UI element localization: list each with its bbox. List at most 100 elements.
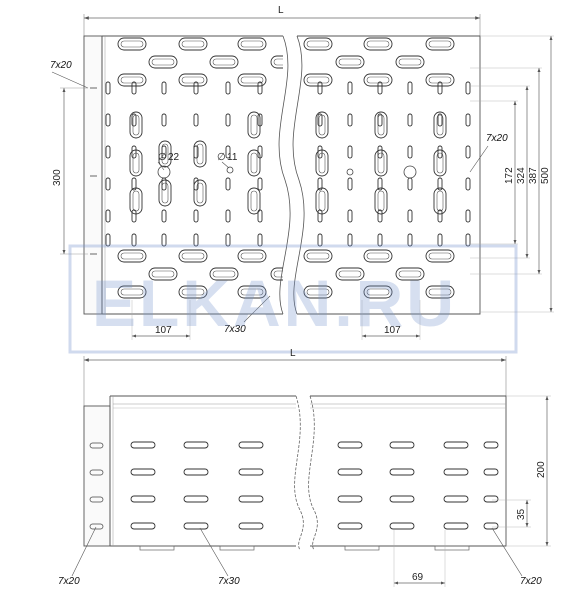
- side-length-label: L: [290, 348, 296, 359]
- break-line-top: [278, 35, 291, 315]
- side-slots: [130, 441, 499, 530]
- slot-small: [465, 81, 471, 95]
- side-slot: [443, 522, 469, 530]
- dim-172-label: 172: [504, 167, 515, 184]
- slot-small: [437, 209, 443, 223]
- hole-22: [157, 165, 171, 179]
- dim-69-label: 69: [412, 572, 424, 583]
- dim-35-label: 35: [516, 508, 527, 520]
- slot-small: [161, 81, 167, 95]
- slot-small: [161, 145, 167, 159]
- dim-107-right-label: 107: [384, 325, 401, 336]
- slot-small: [161, 233, 167, 247]
- slot-small: [437, 177, 443, 191]
- slot-horizontal: [303, 37, 333, 51]
- diameter-11-symbol: ∅: [217, 152, 226, 163]
- slot-small: [193, 81, 199, 95]
- side-slot-edge: [483, 441, 499, 449]
- slot-small: [288, 114, 292, 126]
- slot-small: [105, 233, 111, 247]
- slot-horizontal: [178, 37, 208, 51]
- slot-small: [317, 177, 323, 191]
- top-length-label: L: [278, 5, 284, 16]
- dim-300-label: 300: [52, 169, 63, 186]
- slot-small: [347, 145, 353, 159]
- slot-horizontal: [148, 267, 178, 281]
- slot-small: [377, 209, 383, 223]
- slot-horizontal: [237, 37, 267, 51]
- slot-small: [317, 233, 323, 247]
- slot-small: [465, 177, 471, 191]
- side-left-hole-label: 7x20: [58, 576, 80, 587]
- slot-vertical: [433, 187, 447, 215]
- dim-107-left-label: 107: [155, 325, 172, 336]
- top-slots-left: [105, 37, 283, 299]
- slot-small: [131, 177, 137, 191]
- slot-small: [105, 177, 111, 191]
- diameter-22-label: 22: [168, 152, 180, 163]
- side-slot: [389, 522, 415, 530]
- slot-vertical: [247, 111, 261, 139]
- slot-horizontal: [335, 55, 365, 69]
- side-slot: [130, 495, 156, 503]
- top-bottom-slot-label: 7x30: [224, 324, 246, 335]
- slot-horizontal: [178, 285, 208, 299]
- slot-small: [225, 177, 231, 191]
- slot-small: [465, 209, 471, 223]
- slot-horizontal: [363, 37, 393, 51]
- side-wall: [83, 395, 507, 547]
- slot-small: [257, 81, 263, 95]
- slot-small: [377, 81, 383, 95]
- slot-vertical: [193, 179, 207, 207]
- slot-small: [257, 177, 263, 191]
- side-slot: [130, 441, 156, 449]
- slot-small: [407, 145, 413, 159]
- diameter-22-symbol: ∅: [158, 152, 167, 163]
- side-middle-slot-label: 7x30: [218, 576, 240, 587]
- dim-200-label: 200: [536, 461, 547, 478]
- side-slot: [130, 468, 156, 476]
- slot-small: [347, 233, 353, 247]
- slot-small: [225, 113, 231, 127]
- slot-horizontal: [395, 267, 425, 281]
- slot-small: [288, 82, 292, 94]
- slot-small: [105, 209, 111, 223]
- slot-small: [225, 233, 231, 247]
- slot-small: [288, 178, 292, 190]
- side-view: L: [58, 348, 551, 587]
- diameter-11-label: 11: [227, 152, 238, 163]
- side-right-hole-label: 7x20: [520, 576, 542, 587]
- slot-small: [193, 113, 199, 127]
- slot-horizontal: [237, 285, 267, 299]
- slot-vertical: [374, 187, 388, 215]
- slot-small: [465, 113, 471, 127]
- slot-small: [377, 233, 383, 247]
- slot-small: [131, 113, 137, 127]
- slot-horizontal: [425, 73, 455, 87]
- slot-small: [407, 209, 413, 223]
- slot-small: [161, 209, 167, 223]
- slot-small: [105, 113, 111, 127]
- slot-horizontal: [117, 249, 147, 263]
- slot-small: [437, 145, 443, 159]
- slot-vertical: [315, 187, 329, 215]
- slot-small: [317, 145, 323, 159]
- slot-small: [407, 177, 413, 191]
- top-right-hole-label: 7x20: [486, 133, 508, 144]
- side-edge-holes: [89, 442, 104, 530]
- side-slot: [130, 522, 156, 530]
- slot-small: [193, 233, 199, 247]
- slot-small: [131, 209, 137, 223]
- top-view: L ∅ 22 ∅ 11: [50, 5, 554, 340]
- slot-horizontal: [117, 37, 147, 51]
- slot-small: [407, 81, 413, 95]
- slot-small: [131, 145, 137, 159]
- side-slot: [389, 441, 415, 449]
- watermark-text: ELKAN.RU: [92, 266, 457, 340]
- watermark: ELKAN.RU: [68, 244, 518, 354]
- slot-horizontal: [303, 249, 333, 263]
- dim-387-label: 387: [528, 167, 539, 184]
- side-slot: [337, 441, 363, 449]
- slot-vertical: [374, 111, 388, 139]
- slot-horizontal: [178, 73, 208, 87]
